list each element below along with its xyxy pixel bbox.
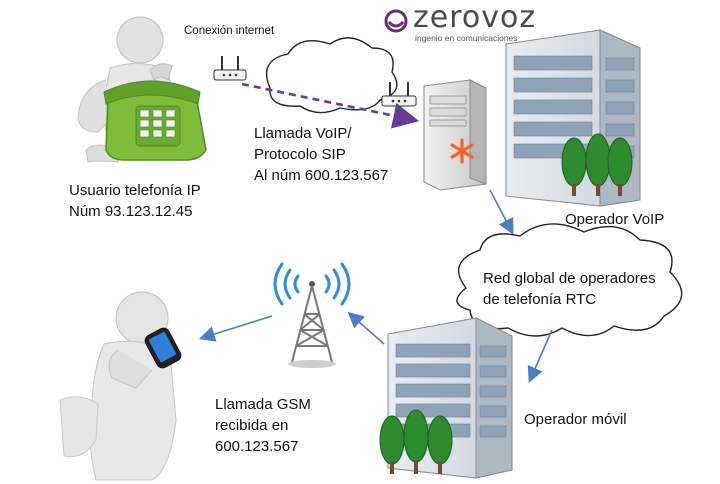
server-icon [423,79,487,191]
rtc-network-line-1: Red global de operadores [483,270,656,287]
logo-icon [384,9,408,33]
gsm-call-line-2: recibida en [215,417,289,434]
arrow-icon [489,189,514,235]
cloud-icon [265,37,398,114]
rtc-network-line-2: de telefonía RTC [483,291,597,308]
voip-call-line-2: Protocolo SIP [254,146,346,163]
voip-link-arrow [241,82,420,129]
antenna-tower-icon [273,262,351,368]
ip-user-line-2: Núm 93.123.12.45 [69,203,193,220]
voip-call-line-3: Al núm 600.123.567 [254,167,389,184]
mobile-operator-label: Operador móvil [524,411,627,428]
tree-icon [561,133,633,196]
internet-label: Conexión internet [184,25,275,37]
arrow-icon [527,329,553,383]
person-mobile-icon [59,291,182,481]
voip-operator-label: Operador VoIP [565,211,665,228]
person-phone-icon [77,16,207,163]
cloud-icon [456,223,683,337]
ip-user-line-1: Usuario telefonía IP [69,182,201,199]
tree-icon [379,409,453,474]
voip-call-line-1: Llamada VoIP/ [254,125,352,142]
arrow-icon [198,315,273,342]
brand-tagline: ingenio en comunicaciones [415,33,518,43]
arrow-icon [347,311,385,345]
gsm-call-line-3: 600.123.567 [215,438,299,455]
router-icon [213,56,247,81]
brand-name: zerovoz [413,0,537,35]
gsm-call-line-1: Llamada GSM [215,396,311,413]
